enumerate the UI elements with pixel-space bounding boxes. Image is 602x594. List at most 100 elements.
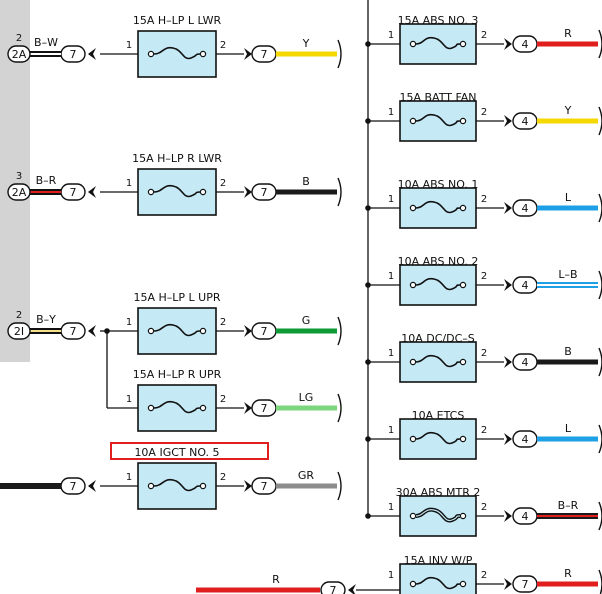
pin-out: 2: [220, 178, 226, 189]
terminal-arrow: [244, 186, 252, 198]
left-input-3: 7: [0, 477, 138, 495]
pin-in: 1: [388, 107, 394, 118]
junction-dot: [365, 205, 371, 211]
connector-number: 4: [522, 279, 529, 292]
bottom-feed: R7: [196, 573, 400, 594]
wire-code: R: [272, 573, 280, 586]
wire-code: B: [302, 175, 310, 188]
connector-number: 4: [522, 510, 529, 523]
wire-break: [337, 316, 342, 346]
wire-break: [598, 29, 602, 59]
wire-break: [337, 177, 342, 207]
fuse-element: [415, 354, 461, 368]
wire-code: R: [564, 27, 572, 40]
wire-break: [598, 193, 602, 223]
pin-out: 2: [481, 271, 487, 282]
fuse-terminal: [409, 204, 417, 212]
terminal-arrow: [244, 48, 252, 60]
junction-dot: [365, 118, 371, 124]
terminal-arrow: [88, 325, 96, 337]
pin-in: 1: [126, 317, 132, 328]
terminal-arrow: [88, 48, 96, 60]
connector-number: 7: [70, 48, 77, 61]
wire-code: R: [564, 567, 572, 580]
panel-pin: 2: [16, 310, 22, 321]
connector-number: 7: [261, 325, 268, 338]
panel-connector: [7, 45, 31, 63]
wire-break: [337, 39, 342, 69]
wire-code: G: [302, 314, 311, 327]
pin-in: 1: [388, 194, 394, 205]
fuse-terminal: [199, 50, 207, 58]
pin-in: 1: [126, 394, 132, 405]
fuse-element: [415, 576, 461, 590]
terminal-arrow: [504, 578, 512, 590]
wire-code: B–R: [36, 174, 57, 187]
fuse-terminal: [199, 404, 207, 412]
pin-out: 2: [220, 472, 226, 483]
connector-number: 7: [70, 186, 77, 199]
fuse-label: 15A H–LP L LWR: [133, 14, 222, 27]
wire-code: B–W: [34, 36, 58, 49]
fuse-terminal: [459, 435, 467, 443]
connector-number: 7: [522, 578, 529, 591]
pin-in: 1: [126, 472, 132, 483]
terminal-arrow: [244, 402, 252, 414]
fuse-terminal: [147, 50, 155, 58]
pin-in: 1: [388, 271, 394, 282]
wire-code: L: [565, 191, 572, 204]
connector-number: 7: [330, 584, 337, 594]
terminal-arrow: [504, 433, 512, 445]
panel-pin: 2: [16, 33, 22, 44]
fuse-element: [415, 200, 461, 214]
pin-in: 1: [388, 425, 394, 436]
connector-number: 4: [522, 356, 529, 369]
pin-out: 2: [220, 40, 226, 51]
fuse-element-core: [415, 509, 461, 522]
fuse-terminal: [147, 188, 155, 196]
panel-connector-id: 2A: [12, 186, 27, 199]
terminal-arrow: [504, 356, 512, 368]
wire-code: Y: [564, 104, 572, 117]
fuse-element: [415, 277, 461, 291]
pin-out: 2: [481, 502, 487, 513]
fuse-terminal: [409, 580, 417, 588]
terminal-arrow: [88, 480, 96, 492]
wire-code: L: [565, 422, 572, 435]
fuse-element: [415, 431, 461, 445]
connector-number: 4: [522, 115, 529, 128]
fuse-terminal: [459, 281, 467, 289]
junction-dot: [365, 436, 371, 442]
terminal-arrow: [504, 510, 512, 522]
connector-number: 7: [261, 480, 268, 493]
terminal-arrow: [504, 279, 512, 291]
pin-out: 2: [481, 570, 487, 581]
wire-code: Y: [302, 37, 310, 50]
fuse-terminal: [147, 482, 155, 490]
fuse-terminal: [199, 482, 207, 490]
pin-in: 1: [388, 348, 394, 359]
fuse-terminal: [459, 40, 467, 48]
fuse-element: [153, 400, 201, 414]
connector-number: 7: [70, 325, 77, 338]
fuse-terminal: [199, 327, 207, 335]
fuse-terminal: [459, 512, 467, 520]
pin-in: 1: [388, 502, 394, 513]
pin-out: 2: [481, 425, 487, 436]
fuse-terminal: [409, 512, 417, 520]
fuse-terminal: [459, 204, 467, 212]
wire-code: GR: [298, 469, 315, 482]
pin-out: 2: [220, 394, 226, 405]
